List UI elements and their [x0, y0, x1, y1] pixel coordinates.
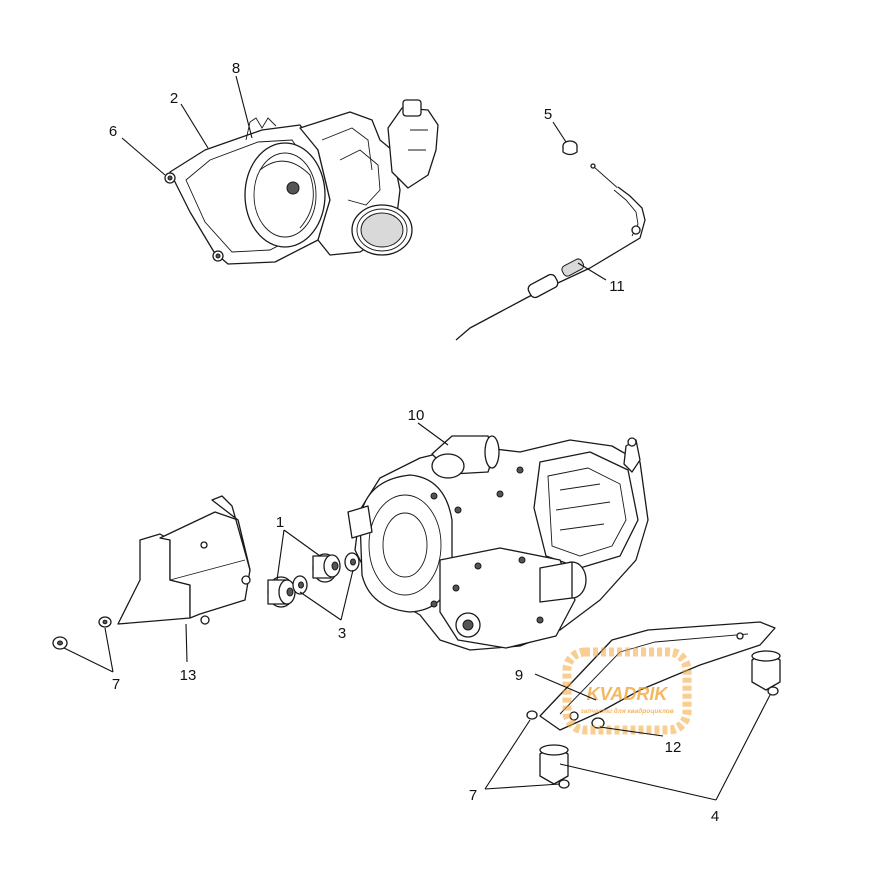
callout-labels: 1 2 3 4 5 6 7 7 8 9 10 11 12 13 — [109, 60, 719, 825]
kvadrik-logo: KVADRIK запчасти для квадроциклов — [562, 647, 692, 735]
callout-7-right: 7 — [469, 787, 477, 804]
screw-6 — [164, 172, 176, 184]
screw-lower — [212, 250, 224, 262]
callout-6: 6 — [109, 123, 117, 140]
callout-4: 4 — [711, 808, 719, 825]
throttle-body-assembly — [169, 99, 439, 265]
callout-11: 11 — [609, 278, 625, 295]
nut-7b — [526, 710, 538, 720]
leader-lines — [63, 75, 771, 801]
engine-assembly — [347, 435, 649, 651]
washer-3a — [292, 575, 308, 595]
rubber-mount-4b — [539, 744, 570, 789]
callout-8: 8 — [232, 60, 240, 77]
logo-tagline-text: запчасти для квадроциклов — [580, 707, 673, 715]
rubber-mount-4a — [751, 650, 781, 696]
callout-2: 2 — [170, 90, 178, 107]
callout-5: 5 — [544, 106, 552, 123]
washer-3b — [344, 552, 360, 572]
callout-3: 3 — [338, 625, 346, 642]
rubber-mount-1a — [267, 576, 296, 608]
cap-5 — [562, 140, 578, 156]
rubber-mount-1b — [312, 553, 341, 583]
skid-plate-9 — [539, 621, 776, 731]
callout-10: 10 — [408, 407, 425, 424]
washer-7 — [98, 616, 112, 628]
callout-7-left: 7 — [112, 676, 120, 693]
callout-12: 12 — [665, 739, 682, 756]
nut-7 — [52, 636, 68, 650]
logo-brand-text: KVADRIK — [587, 684, 670, 704]
throttle-cable-11 — [455, 163, 646, 341]
callout-1: 1 — [276, 514, 284, 531]
callout-13: 13 — [180, 667, 197, 684]
callout-9: 9 — [515, 667, 523, 684]
mount-bracket-13 — [117, 495, 251, 625]
